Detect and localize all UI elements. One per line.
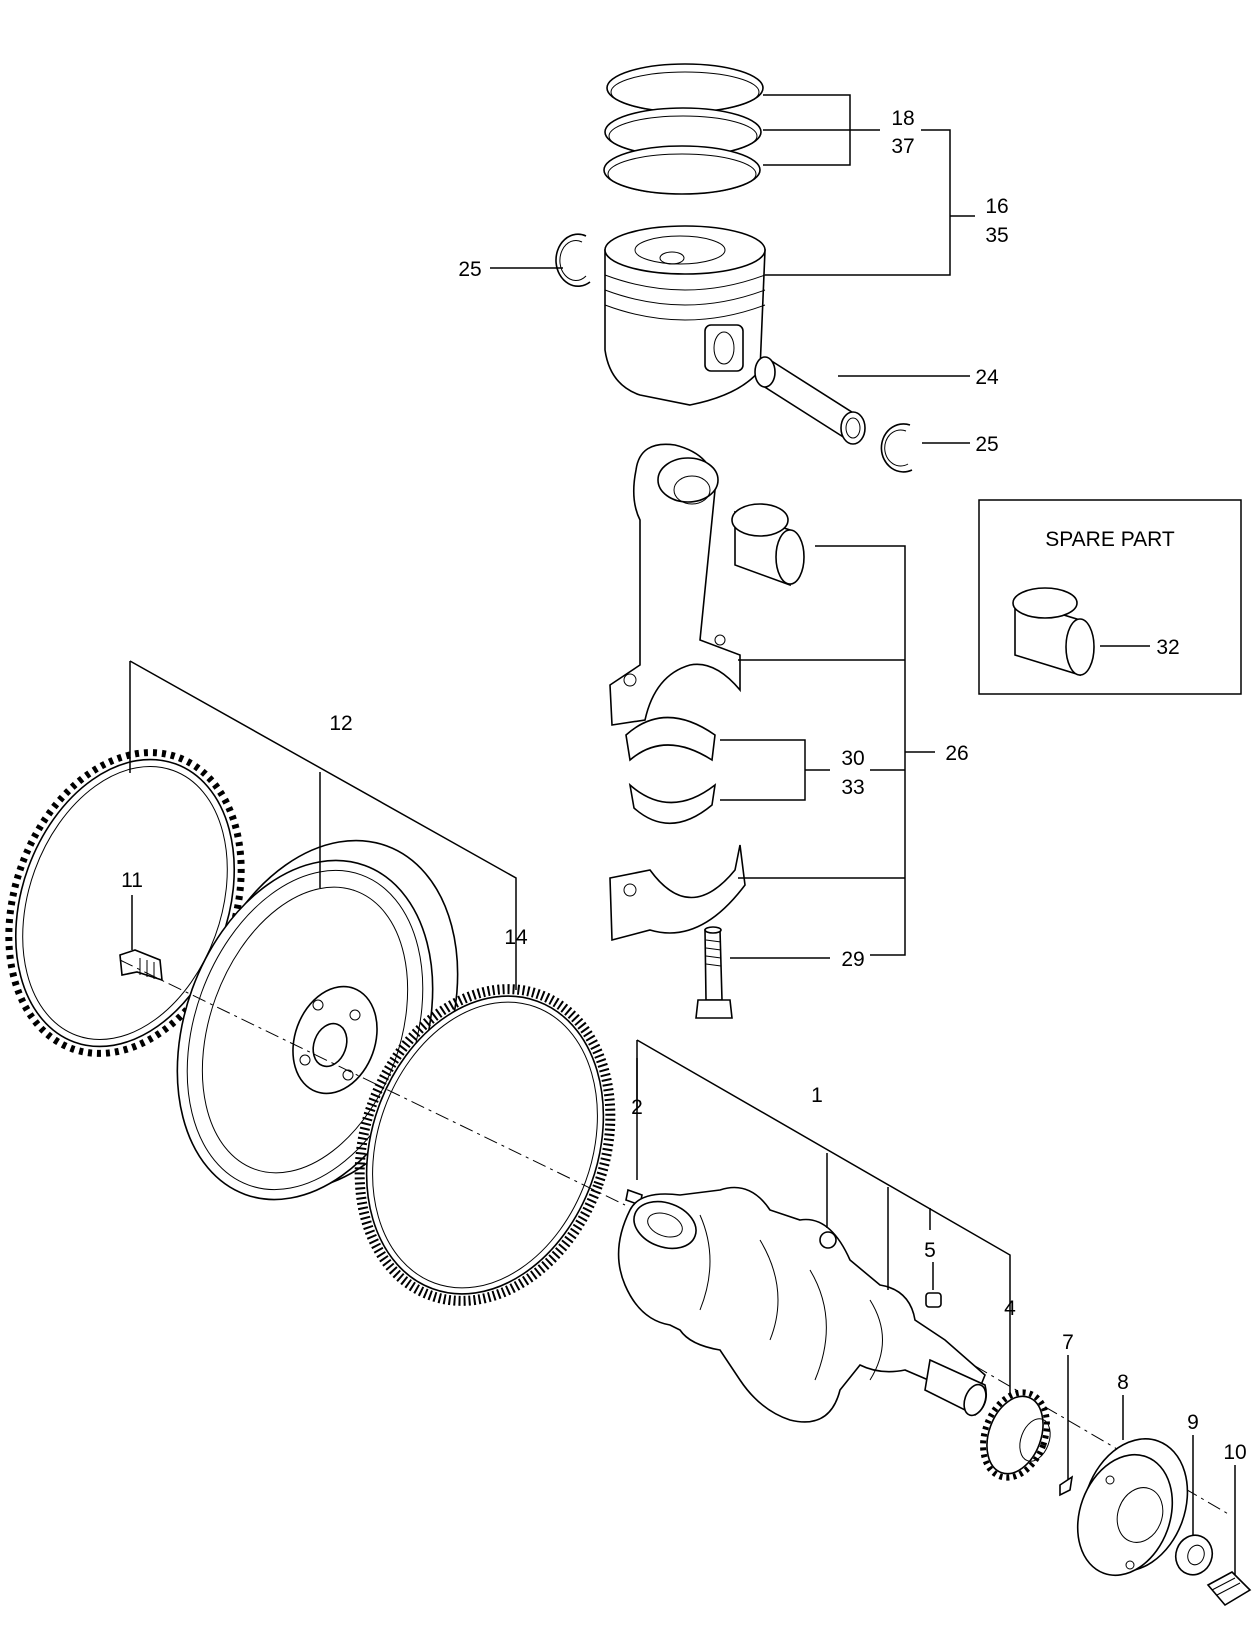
connecting-rod-bolt bbox=[695, 926, 733, 1019]
connecting-rod bbox=[609, 443, 741, 726]
callout-10: 10 bbox=[1223, 1441, 1246, 1464]
callout-4: 4 bbox=[1004, 1297, 1016, 1320]
piston-pin bbox=[754, 356, 866, 445]
callout-1: 1 bbox=[811, 1084, 823, 1107]
callout-labels: 18 37 16 35 25 24 25 32 30 33 26 29 12 1… bbox=[121, 107, 1247, 1464]
bearing-shell-upper bbox=[625, 716, 716, 762]
callout-18: 18 bbox=[891, 107, 914, 130]
small-end-bush bbox=[731, 503, 805, 587]
callout-25-left: 25 bbox=[458, 258, 481, 281]
callout-30: 30 bbox=[841, 747, 864, 770]
callout-33: 33 bbox=[841, 776, 864, 799]
bearing-shell-lower bbox=[628, 782, 717, 825]
callout-25-right: 25 bbox=[975, 433, 998, 456]
pulley-hub bbox=[1076, 1438, 1189, 1577]
washer bbox=[1174, 1534, 1214, 1576]
piston bbox=[604, 225, 766, 406]
callout-5: 5 bbox=[924, 1239, 936, 1262]
callout-11: 11 bbox=[121, 869, 143, 892]
piston-rings bbox=[603, 63, 764, 195]
callout-14: 14 bbox=[504, 926, 528, 949]
callout-2: 2 bbox=[631, 1096, 643, 1119]
plug bbox=[819, 1231, 837, 1249]
circlip-right bbox=[880, 423, 913, 473]
callout-32: 32 bbox=[1156, 636, 1179, 659]
crankshaft-gear bbox=[980, 1389, 1051, 1481]
key-7 bbox=[1059, 1475, 1074, 1497]
callout-35: 35 bbox=[985, 224, 1008, 247]
crankshaft bbox=[617, 1186, 988, 1423]
bolt-10 bbox=[1206, 1571, 1252, 1607]
spare-bush bbox=[1012, 587, 1095, 677]
callout-8: 8 bbox=[1117, 1371, 1129, 1394]
woodruff-key bbox=[925, 1292, 942, 1308]
leader-lines bbox=[129, 94, 1236, 1575]
screw-11 bbox=[119, 949, 163, 982]
callout-29: 29 bbox=[841, 948, 864, 971]
spare-part-title: SPARE PART bbox=[1045, 528, 1175, 551]
callout-37: 37 bbox=[891, 135, 914, 158]
callout-9: 9 bbox=[1187, 1411, 1199, 1434]
callout-26: 26 bbox=[945, 742, 968, 765]
circlip-left bbox=[555, 233, 591, 287]
ring-gear bbox=[354, 984, 616, 1306]
reluctor-ring bbox=[5, 749, 245, 1057]
spare-part-box: SPARE PART bbox=[978, 499, 1242, 695]
callout-12: 12 bbox=[329, 712, 352, 735]
callout-7: 7 bbox=[1062, 1331, 1074, 1354]
connecting-rod-cap bbox=[609, 844, 746, 942]
callout-16: 16 bbox=[985, 195, 1008, 218]
callout-24: 24 bbox=[975, 366, 999, 389]
